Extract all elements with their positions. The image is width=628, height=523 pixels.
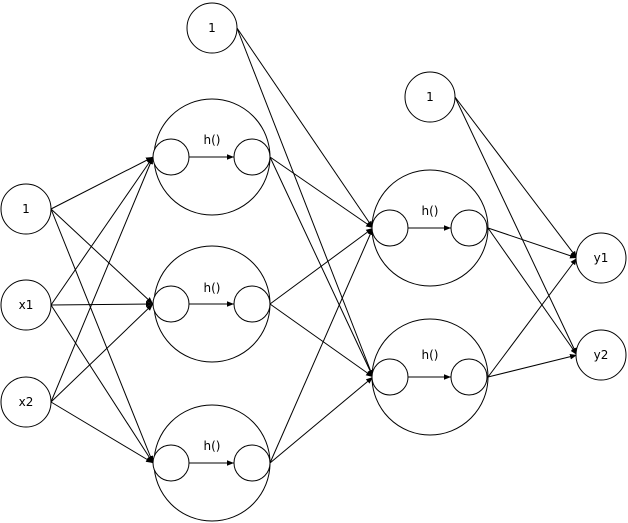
hidden1-unit-1: h(): [152, 98, 271, 216]
output-node-y2: y2: [575, 329, 627, 381]
input-node-x1: x1: [0, 279, 52, 331]
hidden1-bias-node: 1: [186, 2, 238, 54]
hidden1-unit-1-activation: h(): [204, 133, 221, 147]
hidden1-bias-label: 1: [208, 21, 216, 35]
output-node-y1: y1: [575, 232, 627, 284]
hidden1-unit-3-input: [152, 444, 190, 482]
hidden2-unit-1-activation: h(): [422, 204, 439, 218]
hidden1-unit-1-output: [233, 138, 271, 176]
hidden1-unit-1-input: [152, 138, 190, 176]
edges-hidden1-to-hidden2: [236, 27, 374, 464]
hidden2-unit-1-input: [371, 209, 409, 247]
hidden2-unit-1-output: [450, 209, 488, 247]
hidden2-bias-label: 1: [426, 90, 434, 104]
hidden2-bias-node: 1: [404, 71, 456, 123]
input-bias-label: 1: [22, 202, 30, 216]
input-node-bias: 1: [0, 183, 52, 235]
hidden1-unit-2: h(): [152, 245, 271, 363]
hidden2-unit-2-input: [371, 358, 409, 396]
hidden1-unit-3: h(): [152, 404, 271, 522]
hidden2-unit-1: h(): [371, 169, 489, 287]
hidden1-unit-3-activation: h(): [204, 439, 221, 453]
input-x1-label: x1: [19, 298, 34, 312]
hidden1-unit-3-output: [233, 444, 271, 482]
output-y1-label: y1: [594, 251, 609, 265]
hidden2-unit-2: h(): [371, 318, 489, 436]
edges-hidden2-to-output: [454, 96, 578, 378]
hidden1-unit-2-activation: h(): [204, 281, 221, 295]
hidden1-unit-2-output: [233, 285, 271, 323]
hidden2-unit-2-activation: h(): [422, 348, 439, 362]
hidden2-unit-2-output: [450, 358, 488, 396]
hidden1-unit-2-input: [152, 285, 190, 323]
output-y2-label: y2: [594, 348, 609, 362]
edges-input-to-hidden1: [50, 156, 154, 464]
input-x2-label: x2: [19, 395, 34, 409]
input-node-x2: x2: [0, 376, 52, 428]
